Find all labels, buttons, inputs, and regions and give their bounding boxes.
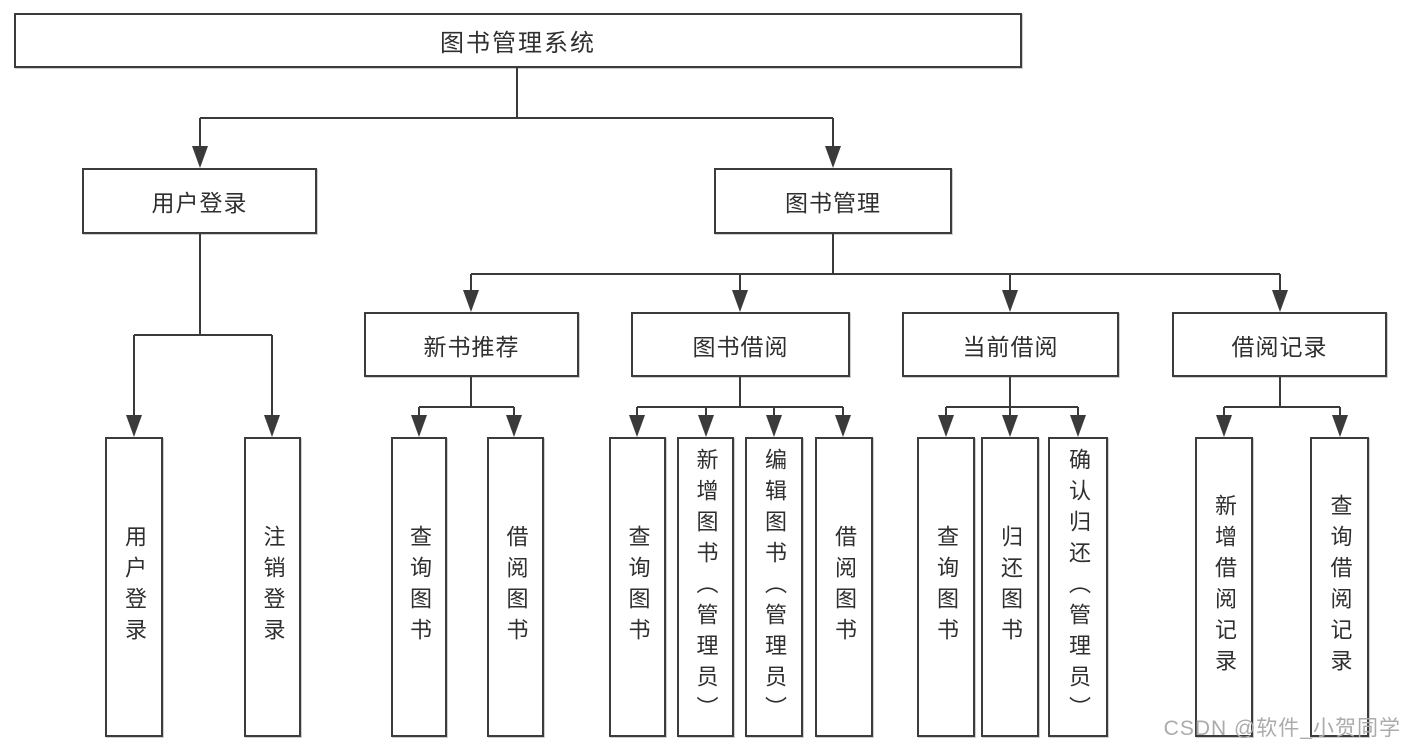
node-label: 用户登录 [151,190,248,216]
node-leaf-borrow-books-2: 借阅图书 [815,437,873,737]
node-leaf-borrow-books-1: 借阅图书 [487,437,544,737]
node-branch-book-management: 图书管理 [714,168,952,234]
node-label: 注销登录 [260,525,286,649]
node-leaf-add-books-admin: 新增图书（管理员） [677,437,734,737]
node-label: 查询借阅记录 [1327,494,1353,680]
node-label: 图书管理 [785,190,881,216]
node-label: 当前借阅 [962,333,1059,360]
node-label: 借阅记录 [1231,333,1328,360]
node-leaf-search-books-2: 查询图书 [609,437,666,737]
node-section-book-borrowing: 图书借阅 [631,312,850,377]
node-label: 编辑图书（管理员） [762,447,787,727]
node-leaf-logout: 注销登录 [244,437,301,737]
node-root: 图书管理系统 [14,13,1022,68]
node-label: 图书借阅 [692,333,789,360]
node-label: 确认归还（管理员） [1066,447,1091,727]
node-leaf-search-books-3: 查询图书 [917,437,975,737]
arrowheads [126,146,1348,437]
node-leaf-return-books: 归还图书 [981,437,1039,737]
node-label: 查询图书 [625,525,651,649]
node-label: 归还图书 [998,525,1023,649]
node-label: 查询图书 [934,525,959,649]
node-label: 查询图书 [407,525,432,649]
node-section-borrow-records: 借阅记录 [1172,312,1387,377]
node-leaf-add-borrow-record: 新增借阅记录 [1195,437,1253,737]
node-leaf-user-login: 用户登录 [105,437,163,737]
node-leaf-search-borrow-record: 查询借阅记录 [1310,437,1369,737]
node-leaf-search-books-1: 查询图书 [391,437,447,737]
node-section-new-book-recommend: 新书推荐 [364,312,579,377]
connector-lines [133,68,1341,419]
watermark-text: CSDN @软件_小贺同学 [1163,717,1401,740]
node-branch-user-login: 用户登录 [82,168,317,234]
node-section-current-borrowing: 当前借阅 [902,312,1119,377]
node-label: 新增图书（管理员） [693,447,719,727]
node-leaf-edit-books-admin: 编辑图书（管理员） [745,437,803,737]
node-label: 新增借阅记录 [1212,494,1237,680]
node-label: 用户登录 [122,525,147,649]
node-label: 借阅图书 [832,525,857,649]
node-label: 借阅图书 [503,525,529,649]
node-label: 新书推荐 [423,333,520,360]
node-leaf-confirm-return-admin: 确认归还（管理员） [1048,437,1108,737]
node-label: 图书管理系统 [440,30,596,57]
